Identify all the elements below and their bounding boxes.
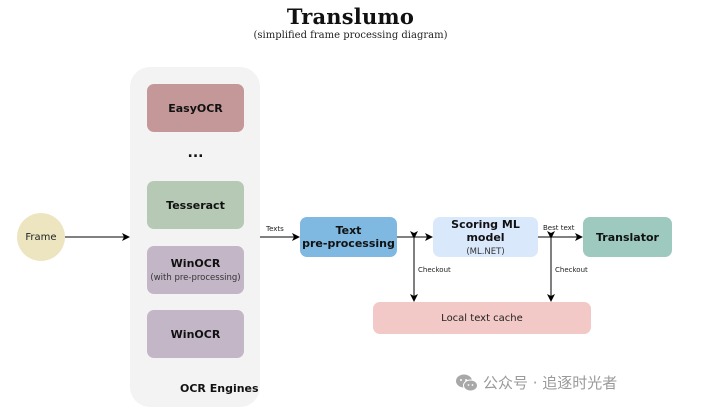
edge-label-checkout-left: Checkout: [418, 266, 451, 274]
node-scoring-label: Scoring ML model: [451, 217, 520, 244]
ocr-engines-label: OCR Engines: [180, 382, 259, 395]
node-winocr-preprocessing: WinOCR (with pre-processing): [147, 246, 244, 294]
watermark-text: 公众号 · 追逐时光者: [483, 374, 618, 392]
node-translator-label: Translator: [596, 230, 659, 244]
node-frame: Frame: [17, 213, 65, 261]
node-text-preprocessing-label-line1: Text: [335, 224, 362, 237]
node-winocr: WinOCR: [147, 310, 244, 358]
node-local-text-cache: Local text cache: [373, 302, 591, 334]
edge-label-checkout-right: Checkout: [555, 266, 588, 274]
node-winocr-preprocessing-sublabel: (with pre-processing): [150, 273, 241, 283]
node-text-preprocessing: Text pre-processing: [300, 217, 397, 257]
node-easyocr: EasyOCR: [147, 84, 244, 132]
diagram-subtitle: (simplified frame processing diagram): [253, 30, 448, 41]
node-tesseract: Tesseract: [147, 181, 244, 229]
node-scoring-sublabel: (ML.NET): [466, 246, 505, 257]
diagram-title: Translumo: [286, 4, 415, 29]
node-tesseract-label: Tesseract: [166, 198, 225, 212]
node-winocr-label: WinOCR: [170, 327, 221, 341]
node-text-preprocessing-label-line2: pre-processing: [302, 237, 395, 250]
node-easyocr-label: EasyOCR: [168, 101, 223, 115]
node-scoring-ml-model: Scoring ML model (ML.NET): [433, 217, 538, 257]
node-winocr-preprocessing-label: WinOCR: [170, 257, 221, 270]
watermark: 公众号 · 追逐时光者: [455, 372, 617, 393]
more-engines-ellipsis: ...: [187, 145, 204, 161]
wechat-icon: [456, 374, 478, 391]
node-frame-label: Frame: [25, 231, 57, 243]
edge-label-best-text: Best text: [543, 224, 575, 232]
node-cache-label: Local text cache: [441, 312, 523, 324]
edge-label-texts: Texts: [266, 225, 284, 233]
node-translator: Translator: [583, 217, 672, 257]
